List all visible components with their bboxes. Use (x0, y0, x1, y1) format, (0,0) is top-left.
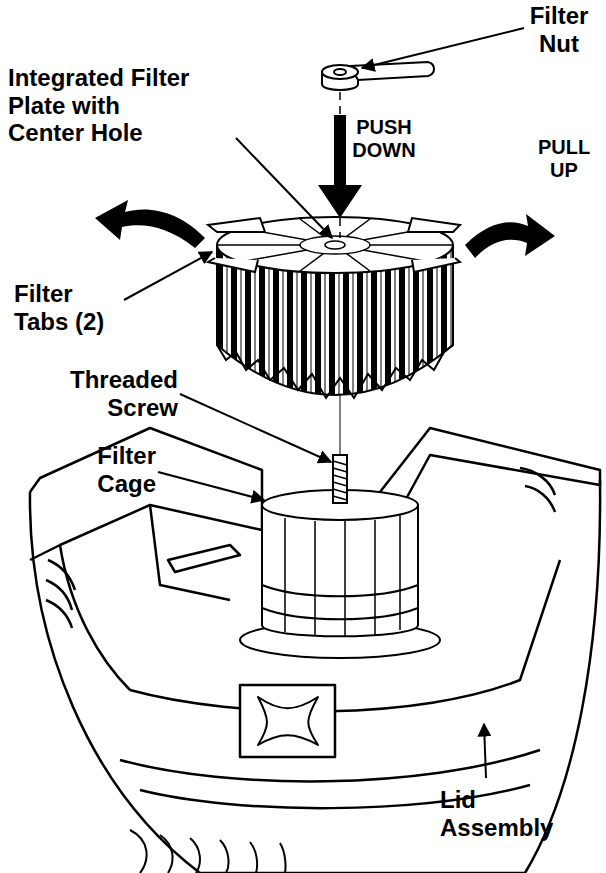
part-label: PUSH DOWN (344, 116, 424, 162)
pull-arrow-left (95, 200, 205, 248)
part-label: Integrated Filter Plate with Center Hole (8, 64, 198, 147)
part-label: PULL UP (526, 136, 602, 182)
lid-assembly (30, 428, 600, 873)
part-label: Threaded Screw (40, 366, 178, 421)
filter-cage (240, 490, 440, 658)
push-arrow (318, 115, 362, 218)
leader-lines (124, 28, 524, 778)
pull-arrow-right (465, 214, 555, 258)
part-label: Lid Assembly (440, 786, 580, 841)
pleated-filter (208, 217, 460, 398)
part-label: Filter Nut (516, 2, 602, 57)
part-label: Filter Cage (70, 442, 156, 497)
part-label: Filter Tabs (2) (14, 280, 126, 335)
